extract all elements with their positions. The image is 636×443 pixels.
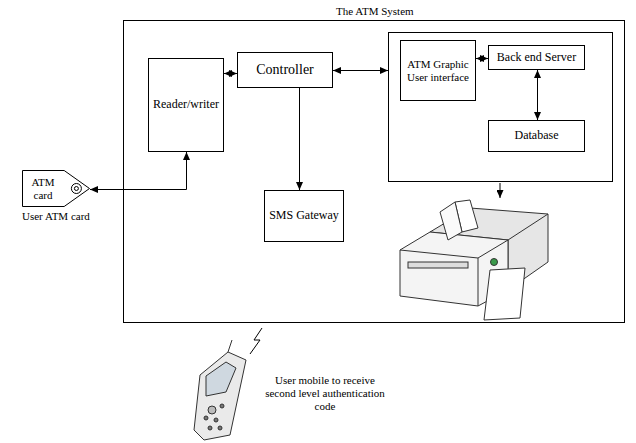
wireless-signal [250, 328, 262, 354]
connector-arrow [224, 73, 237, 74]
node-label: SMS Gateway [269, 209, 339, 223]
node-caption: The ATM System [336, 5, 414, 18]
card-tag-outline [22, 170, 90, 207]
node-label: ATM Graphic User interface [401, 58, 475, 83]
process-box: Controller [237, 52, 333, 88]
printer-arrow [500, 183, 501, 198]
node-label: Database [515, 129, 559, 143]
connector-arrow [476, 58, 488, 59]
process-box: Reader/writer [148, 58, 224, 152]
device-note: User mobile to receive second level auth… [264, 374, 386, 414]
process-box: ATM Graphic User interface [400, 40, 476, 101]
process-box: SMS Gateway [264, 190, 344, 242]
printer-illustration [400, 200, 548, 320]
process-box: Database [488, 120, 585, 152]
system-boundary: The ATM SystemReader/writerControllerATM… [123, 20, 625, 323]
connector-arrow [299, 88, 300, 190]
connector-arrow [90, 152, 187, 190]
server-group-box: ATM Graphic User interface Back end Serve… [388, 32, 613, 182]
mobile-phone-illustration [194, 340, 246, 440]
connector-arrow [333, 70, 388, 71]
node-label: Back end Server [497, 51, 576, 65]
node-label: Reader/writer [153, 98, 219, 112]
card-tag: ATM cardUser ATM card [22, 170, 90, 207]
node-label: Controller [256, 62, 314, 78]
connector-arrow [537, 70, 538, 120]
node-caption: User ATM card [22, 210, 90, 223]
node-label: ATM card [26, 176, 60, 201]
process-box: Back end Server [488, 45, 585, 70]
